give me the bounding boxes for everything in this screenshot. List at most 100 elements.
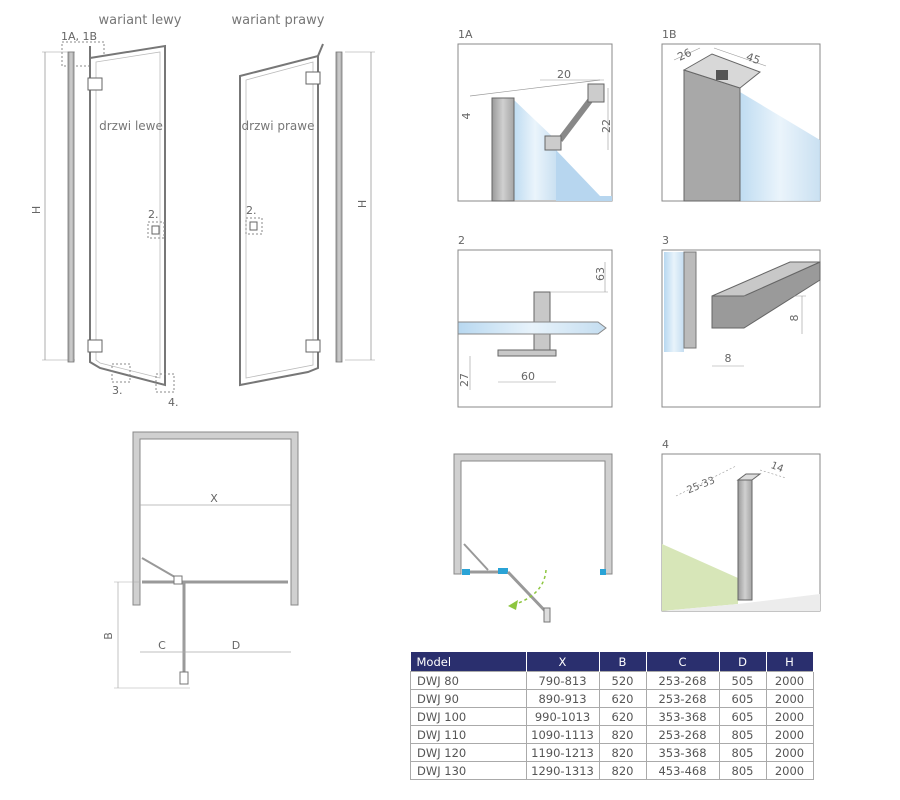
callout-box-2-left <box>147 221 165 239</box>
table-cell: 2000 <box>765 743 814 762</box>
hinge-bottom-right <box>305 339 321 353</box>
fixed-panel-left <box>67 51 75 363</box>
table-cell: DWJ 120 <box>410 743 527 762</box>
callout-top-left: 1A, 1B <box>61 30 97 43</box>
callout-2-left: 2. <box>148 208 159 221</box>
table-cell: 453-468 <box>645 761 720 780</box>
callout-box-3 <box>111 363 131 383</box>
table-cell: 620 <box>598 707 647 726</box>
left-variant-drawing: wariant lewy 1A, 1B H 2. drzwi lewe 3. 4… <box>30 13 182 409</box>
dim-3-vertical: 8 <box>788 315 801 322</box>
table-cell: 620 <box>598 689 647 708</box>
table-cell: 890-913 <box>525 689 600 708</box>
detail-1a-title: 1A <box>458 28 473 41</box>
table-cell: 505 <box>718 671 767 690</box>
detail-4: 4 25-33 14 <box>661 438 821 612</box>
right-variant-drawing: wariant prawy H 2. drzwi prawe <box>232 13 375 387</box>
header-h: H <box>766 652 814 672</box>
table-cell: 2000 <box>765 707 814 726</box>
dim-b-label: B <box>102 632 115 640</box>
table-cell: 820 <box>598 761 647 780</box>
table-cell: 820 <box>598 743 647 762</box>
table-cell: 353-368 <box>645 743 720 762</box>
dim-c-label: C <box>158 639 166 652</box>
detail-3: 3 8 8 <box>661 234 821 408</box>
detail-1a: 1A 20 4 22 <box>457 28 613 202</box>
table-cell: 2000 <box>765 725 814 744</box>
dim-4-14: 14 <box>769 460 785 475</box>
table-cell: 605 <box>718 707 767 726</box>
dim-2-63: 63 <box>594 267 607 281</box>
callout-box-4 <box>155 373 175 393</box>
dim-1a-20: 20 <box>557 68 571 81</box>
plan-view-right <box>453 453 613 623</box>
detail-1b: 1B 26 45 <box>661 28 821 202</box>
header-d: D <box>719 652 767 672</box>
dim-1b-45: 45 <box>744 50 762 67</box>
table-cell: 820 <box>598 725 647 744</box>
callout-4: 4. <box>168 396 179 409</box>
dim-x-label: X <box>210 492 218 505</box>
table-cell: 805 <box>718 743 767 762</box>
table-cell: 353-368 <box>645 707 720 726</box>
dim-1a-4: 4 <box>460 113 473 120</box>
dim-3-horizontal: 8 <box>725 352 732 365</box>
plan-view-left: X B C D <box>102 431 299 689</box>
table-cell: DWJ 110 <box>410 725 527 744</box>
table-cell: 253-268 <box>645 671 720 690</box>
table-cell: DWJ 130 <box>410 761 527 780</box>
table-cell: 1190-1213 <box>525 743 600 762</box>
table-cell: 990-1013 <box>525 707 600 726</box>
door-right-label: drzwi prawe <box>242 119 315 133</box>
table-cell: 520 <box>598 671 647 690</box>
table-cell: 1290-1313 <box>525 761 600 780</box>
table-cell: 253-268 <box>645 725 720 744</box>
detail-1b-title: 1B <box>662 28 677 41</box>
header-x: X <box>526 652 600 672</box>
header-model: Model <box>410 652 527 672</box>
dim-h-left: H <box>30 206 43 214</box>
header-b: B <box>599 652 647 672</box>
detail-2-title: 2 <box>458 234 465 247</box>
table-cell: 2000 <box>765 761 814 780</box>
detail-2: 2 63 27 60 <box>457 234 613 408</box>
table-cell: DWJ 80 <box>410 671 527 690</box>
dim-d-label: D <box>232 639 240 652</box>
hinge-bottom-left <box>87 339 103 353</box>
table-cell: 2000 <box>765 671 814 690</box>
door-left-label: drzwi lewe <box>99 119 163 133</box>
header-c: C <box>646 652 720 672</box>
table-cell: 253-268 <box>645 689 720 708</box>
dim-1b-26: 26 <box>675 46 693 64</box>
callout-box-2-right <box>245 217 263 235</box>
fixed-panel-right <box>335 51 343 363</box>
callout-box-top-left <box>61 41 105 67</box>
door-outline-right <box>239 54 319 387</box>
detail-3-title: 3 <box>662 234 669 247</box>
table-cell: 790-813 <box>525 671 600 690</box>
dim-1a-22: 22 <box>600 119 613 133</box>
variant-right-title: wariant prawy <box>232 13 325 28</box>
table-cell: DWJ 100 <box>410 707 527 726</box>
table-cell: 805 <box>718 725 767 744</box>
table-cell: 1090-1113 <box>525 725 600 744</box>
door-outline-left <box>89 44 166 387</box>
table-cell: 805 <box>718 761 767 780</box>
callout-3: 3. <box>112 384 123 397</box>
callout-2-right: 2. <box>246 204 257 217</box>
dim-h-right: H <box>356 200 369 208</box>
detail-4-title: 4 <box>662 438 669 451</box>
spec-table-header: Model X B C D H <box>410 652 814 672</box>
dim-2-60: 60 <box>521 370 535 383</box>
hinge-top-right <box>305 71 321 85</box>
table-cell: 2000 <box>765 689 814 708</box>
